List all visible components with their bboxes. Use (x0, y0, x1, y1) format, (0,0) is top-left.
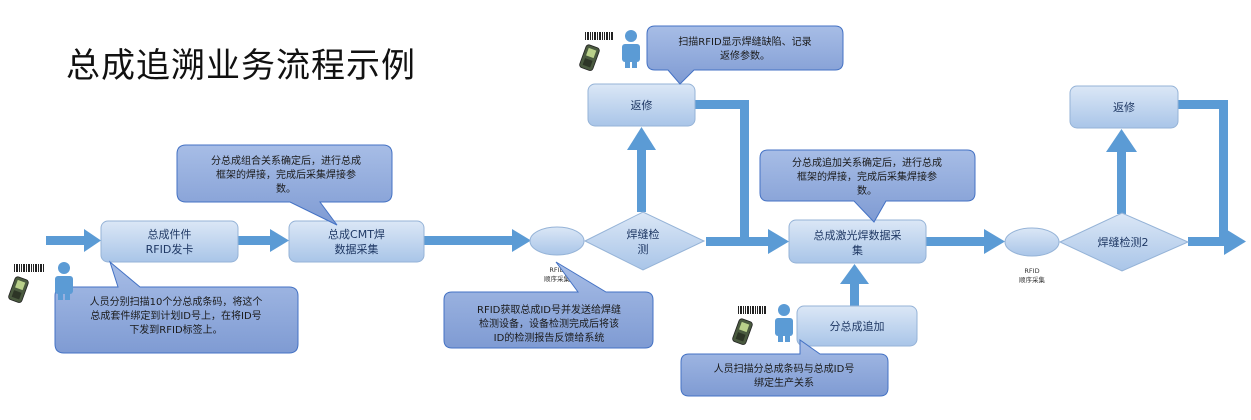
callout-staff-line-2: 总成套件绑定到计划ID号上，在将ID号 (90, 309, 261, 322)
repair-label-2: 返修 (1113, 100, 1135, 114)
cmt-node: 总成CMT焊 数据采集 (288, 220, 425, 263)
callout-combo-line-3: 数。 (276, 182, 296, 195)
callout-bind-line-1: 人员扫描分总成条码与总成ID号 (714, 362, 855, 375)
callout-combo-line-1: 分总成组合关系确定后，进行总成 (211, 154, 361, 167)
callout-add-line-1: 分总成追加关系确定后，进行总成 (792, 156, 942, 169)
issue-card-label-2: RFID发卡 (146, 242, 194, 256)
person-icon (622, 30, 640, 68)
callout-scan-defects: 扫描RFID显示焊缝缺陷、记录 返修参数。 (646, 25, 844, 85)
scanner-person-group-1 (8, 262, 73, 303)
barcode-icon (738, 306, 766, 314)
barcode-icon (14, 264, 44, 272)
callout-rfid-line-2: 检测设备，设备检测完成后将该 (479, 317, 619, 330)
scanner-person-group-2 (579, 30, 640, 71)
callout-staff-line-1: 人员分别扫描10个分总成条码，将这个 (90, 295, 263, 308)
callout-combo-line-2: 框架的焊接，完成后采集焊接参 (216, 168, 356, 181)
issue-card-label-1: 总成件件 (148, 227, 192, 241)
person-icon (55, 262, 73, 300)
scanner-icon (732, 318, 753, 345)
repair-node-1: 返修 (587, 83, 696, 127)
page-title: 总成追溯业务流程示例 (66, 46, 416, 86)
repair-label-1: 返修 (631, 98, 653, 112)
weld-check-node: 焊缝检 测 (583, 211, 706, 271)
callout-staff-scan: 人员分别扫描10个分总成条码，将这个 总成套件绑定到计划ID号上，在将ID号 下… (54, 260, 299, 354)
sub-add-node: 分总成追加 (796, 305, 918, 347)
weld-check-label-1: 焊缝检 (627, 227, 660, 241)
callout-bind-line-2: 绑定生产关系 (754, 376, 814, 389)
issue-card-node: 总成件件 RFID发卡 (100, 220, 239, 263)
callout-add-line-3: 数。 (857, 184, 877, 197)
scanner-icon (579, 44, 600, 71)
callout-scan-line-1: 扫描RFID显示焊缝缺陷、记录 (678, 35, 811, 48)
rfid-label-1b: 顺序采集 (544, 274, 571, 283)
rfid-label-2a: RFID (1024, 267, 1039, 275)
callout-bind: 人员扫描分总成条码与总成ID号 绑定生产关系 (680, 339, 889, 397)
callout-rfid-line-1: RFID获取总成ID号并发送给焊缝 (477, 303, 621, 316)
scanner-person-group-3 (732, 304, 793, 345)
cmt-label-2: 数据采集 (335, 242, 379, 256)
callout-add: 分总成追加关系确定后，进行总成 框架的焊接，完成后采集焊接参 数。 (759, 149, 976, 223)
callout-rfid-line-3: ID的检测报告反馈给系统 (494, 331, 605, 344)
person-icon (775, 304, 793, 342)
rfid-reader-1: RFID 顺序采集 (529, 226, 585, 283)
rfid-label-2b: 顺序采集 (1019, 275, 1046, 284)
callout-scan-line-2: 返修参数。 (720, 49, 770, 62)
laser-label-1: 总成激光焊数据采 (814, 228, 902, 242)
flow-arrows (46, 100, 1246, 310)
callout-rfid-send: RFID获取总成ID号并发送给焊缝 检测设备，设备检测完成后将该 ID的检测报告… (443, 261, 654, 349)
laser-label-2: 集 (852, 243, 863, 257)
barcode-icon (585, 32, 613, 40)
cmt-label-1: 总成CMT焊 (328, 227, 385, 241)
repair-node-2: 返修 (1069, 85, 1179, 129)
laser-weld-node: 总成激光焊数据采 集 (788, 219, 927, 264)
scanner-icon (8, 276, 29, 303)
weld-check-node-2: 焊缝检测2 (1058, 212, 1190, 272)
weld-check-2-label: 焊缝检测2 (1098, 235, 1149, 249)
callout-add-line-2: 框架的焊接，完成后采集焊接参 (797, 170, 937, 183)
sub-add-label: 分总成追加 (830, 319, 885, 333)
weld-check-label-2: 测 (638, 243, 649, 256)
callout-combo: 分总成组合关系确定后，进行总成 框架的焊接，完成后采集焊接参 数。 (176, 144, 393, 226)
rfid-reader-2: RFID 顺序采集 (1004, 227, 1060, 284)
callout-staff-line-3: 下发到RFID标签上。 (129, 323, 222, 336)
rfid-label-1a: RFID (549, 266, 564, 274)
